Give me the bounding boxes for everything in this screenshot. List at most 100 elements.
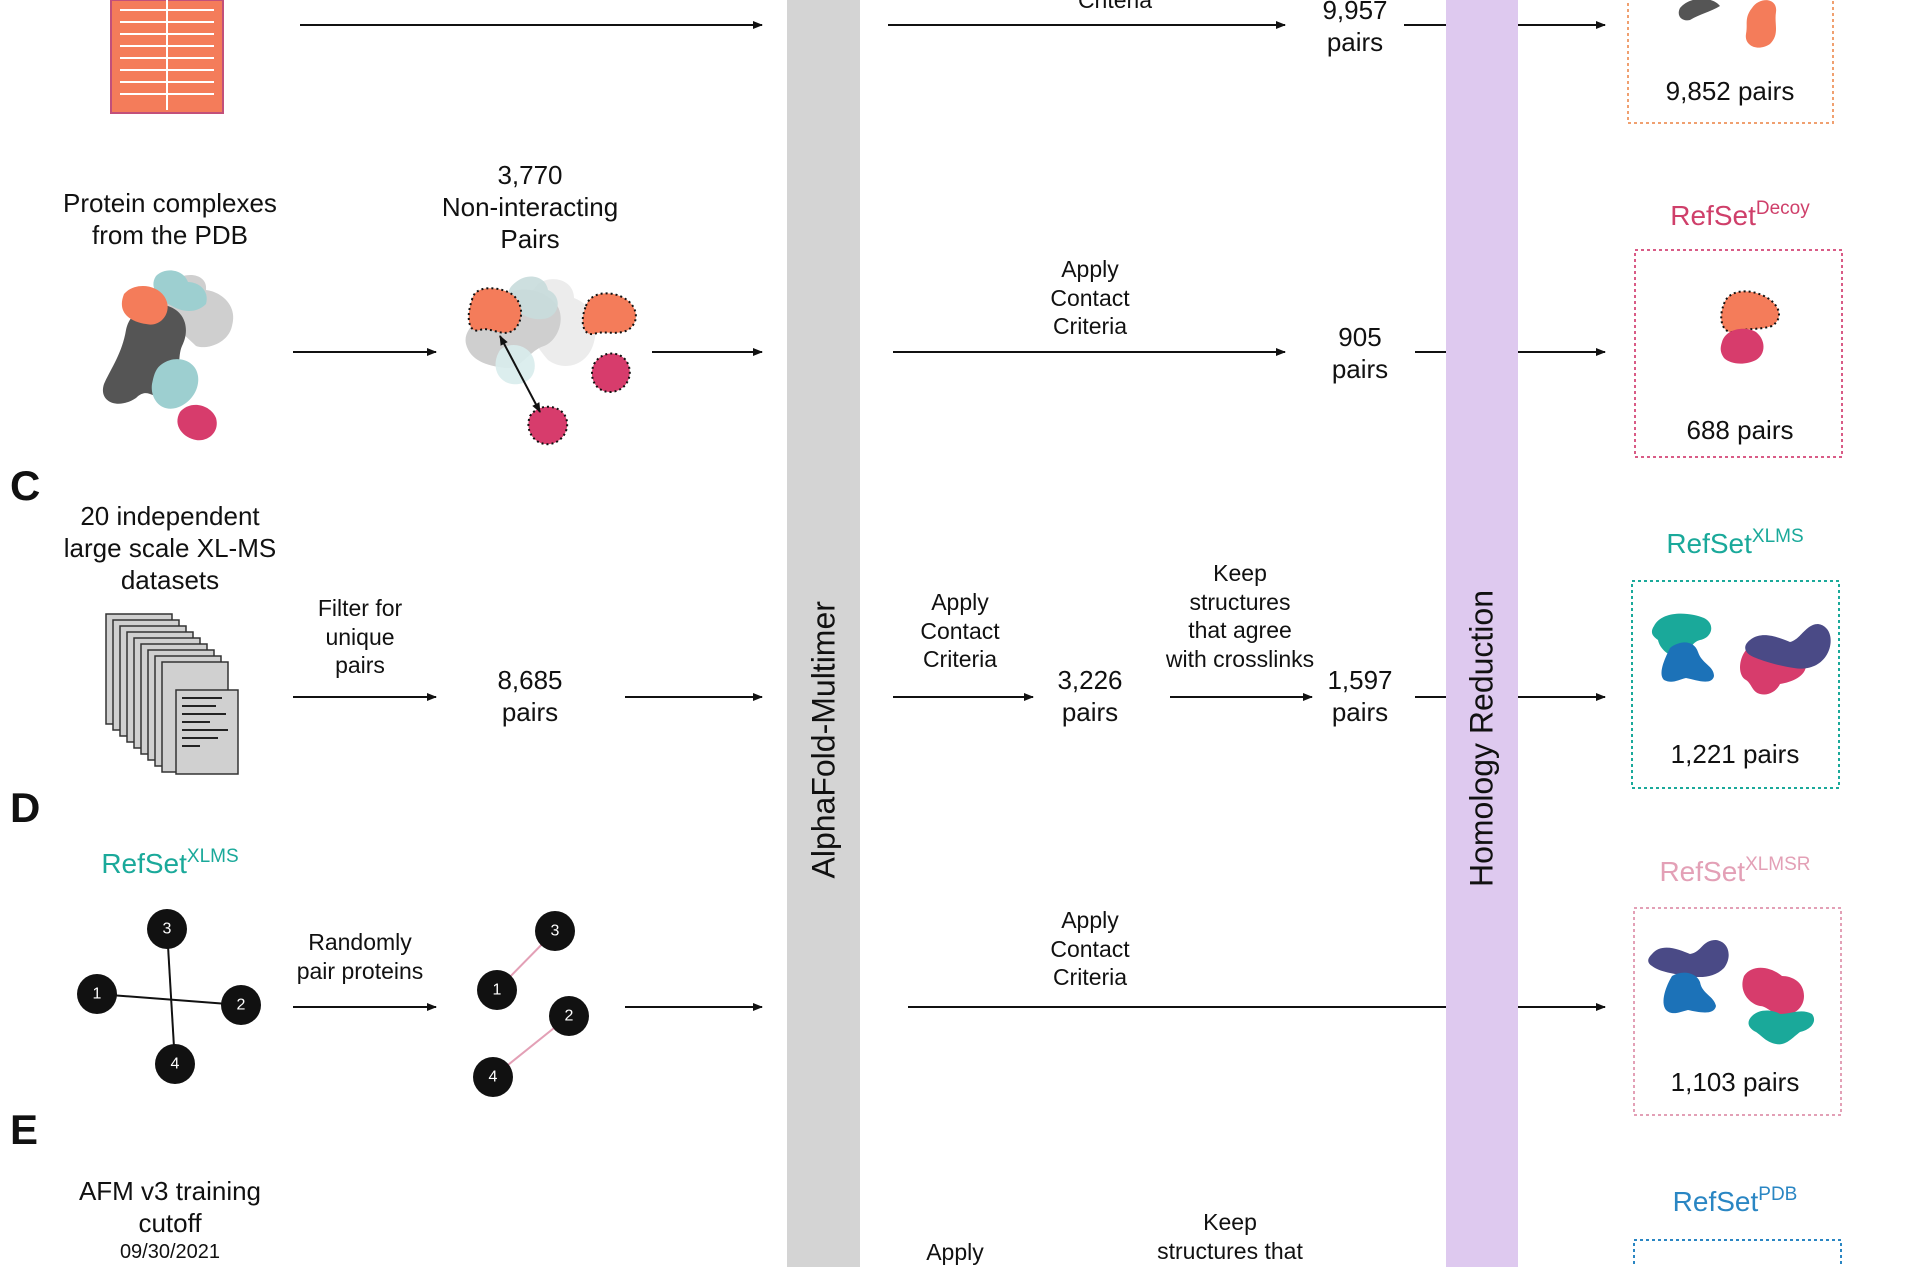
network-after: 1 2 3 4 bbox=[473, 911, 589, 1097]
refset-superscript: XLMS bbox=[186, 846, 239, 867]
section-letter-e: E bbox=[10, 1106, 39, 1153]
refset-xlmsr-box bbox=[1633, 907, 1842, 1116]
datasets-stack-icon bbox=[105, 613, 239, 775]
noninteracting-label: 3,770 Non-interacting Pairs bbox=[420, 159, 640, 256]
result-count-label: 1,221 pairs bbox=[1670, 739, 1800, 769]
step-line: Criteria bbox=[1052, 313, 1128, 340]
refset-decoy-title: RefSetDecoy bbox=[1630, 198, 1850, 232]
count-line: 1,597 bbox=[1327, 665, 1393, 695]
filter-line: Filter for bbox=[317, 595, 403, 621]
refset-superscript: PDB bbox=[1758, 1184, 1798, 1205]
refset-base: RefSet bbox=[101, 848, 187, 879]
refset-xlms-title: RefSetXLMS bbox=[1630, 526, 1840, 560]
refset-superscript: Decoy bbox=[1755, 198, 1810, 219]
section-letter-d: D bbox=[10, 784, 41, 831]
count-unit-label: pairs bbox=[1326, 27, 1384, 57]
step-line: structures that bbox=[1157, 1237, 1303, 1264]
step-label: Keep structures that bbox=[1130, 1208, 1330, 1265]
source-line: cutoff bbox=[138, 1208, 202, 1239]
protein-shape bbox=[1720, 328, 1764, 364]
refset-xlms-source-title: RefSetXLMS bbox=[60, 846, 280, 880]
refset-base: RefSet bbox=[1659, 856, 1746, 887]
noninteracting-line: Non-interacting bbox=[441, 192, 619, 223]
count-line: pairs bbox=[1061, 697, 1119, 728]
count-label: 905 pairs bbox=[1300, 321, 1420, 385]
source-line: from the PDB bbox=[91, 220, 249, 251]
step-line: with crosslinks bbox=[1165, 645, 1315, 672]
source-line: 20 independent bbox=[80, 501, 260, 531]
filter-label: Filter for unique pairs bbox=[290, 594, 430, 680]
network-before: 1 2 3 4 bbox=[77, 909, 261, 1084]
refset-pdb-title: RefSetPDB bbox=[1630, 1184, 1840, 1218]
refset-a-box bbox=[1627, 0, 1834, 124]
protein-shape bbox=[1745, 624, 1831, 669]
protein-shape bbox=[1648, 940, 1729, 978]
noninteracting-illustration bbox=[465, 276, 637, 446]
result-count-label: 688 pairs bbox=[1686, 415, 1794, 445]
count-label: 1,597 pairs bbox=[1300, 664, 1420, 728]
count-line: pairs bbox=[1331, 354, 1389, 385]
step-line: Apply bbox=[931, 589, 989, 615]
pdb-complex-illustration bbox=[102, 270, 234, 441]
count-line: 905 bbox=[1338, 322, 1382, 352]
count-label: 8,685 pairs bbox=[470, 664, 590, 728]
protein-shape bbox=[1678, 0, 1720, 21]
step-label: Apply Contact Criteria bbox=[1015, 255, 1165, 341]
criteria-label: Criteria bbox=[1077, 0, 1153, 13]
step-line: structures bbox=[1189, 588, 1291, 615]
count-label: 9,957 bbox=[1322, 0, 1388, 25]
protein-shape bbox=[1720, 290, 1780, 334]
node-label: 4 bbox=[489, 1069, 498, 1086]
document-icon bbox=[110, 0, 224, 114]
source-label: AFM v3 training cutoff bbox=[40, 1175, 300, 1239]
refset-xlms-box bbox=[1631, 580, 1840, 789]
step-line: Contact bbox=[1050, 935, 1130, 962]
filter-line: pairs bbox=[335, 652, 385, 679]
step-line: Contact bbox=[1050, 284, 1130, 311]
pair-step-label: Randomly pair proteins bbox=[280, 928, 440, 985]
count-line: 8,685 bbox=[497, 665, 563, 695]
section-letter-c: C bbox=[10, 462, 41, 509]
alphafold-band bbox=[787, 0, 860, 1267]
step-line: Apply bbox=[1061, 256, 1119, 282]
refset-base: RefSet bbox=[1670, 200, 1756, 231]
source-line: Protein complexes bbox=[63, 188, 277, 218]
protein-shape bbox=[1663, 972, 1716, 1014]
refset-pdb-box bbox=[1633, 1239, 1842, 1267]
count-label: 3,226 pairs bbox=[1030, 664, 1150, 728]
protein-shape bbox=[1651, 613, 1712, 657]
protein-shape bbox=[1745, 0, 1777, 48]
step-line: Keep bbox=[1203, 1209, 1257, 1235]
node-label: 2 bbox=[565, 1008, 574, 1025]
step-line: Keep bbox=[1213, 560, 1267, 586]
protein-shape bbox=[1748, 1010, 1815, 1045]
source-line: datasets bbox=[120, 565, 220, 596]
refset-superscript: XLMS bbox=[1751, 526, 1804, 547]
source-label: Protein complexes from the PDB bbox=[40, 187, 300, 251]
step-line: that agree bbox=[1188, 617, 1292, 644]
source-label: 20 independent large scale XL-MS dataset… bbox=[40, 500, 300, 597]
step-label: Apply Contact Criteria bbox=[890, 588, 1030, 674]
node-label: 3 bbox=[551, 923, 560, 940]
count-line: pairs bbox=[1331, 697, 1389, 728]
step-line: Criteria bbox=[1052, 964, 1128, 991]
step-label: Apply Contact Criteria bbox=[1015, 906, 1165, 992]
filter-line: unique bbox=[325, 623, 395, 650]
node-label: 2 bbox=[237, 997, 246, 1014]
node-label: 1 bbox=[493, 982, 502, 999]
noninteracting-line: 3,770 bbox=[497, 160, 563, 190]
step-line: Apply bbox=[1061, 907, 1119, 933]
protein-shape bbox=[1661, 642, 1714, 682]
homology-reduction-label: Homology Reduction bbox=[1463, 589, 1500, 888]
count-line: pairs bbox=[501, 697, 559, 728]
pair-step-line: Randomly bbox=[308, 929, 412, 955]
noninteracting-line: Pairs bbox=[500, 224, 560, 255]
protein-shape bbox=[1742, 967, 1804, 1016]
refset-decoy-box bbox=[1634, 249, 1843, 458]
refset-superscript: XLMSR bbox=[1745, 854, 1811, 875]
refset-base: RefSet bbox=[1672, 1186, 1759, 1217]
step-line: Contact bbox=[920, 617, 1000, 644]
step-label: Keep structures that agree with crosslin… bbox=[1140, 559, 1340, 673]
refset-xlmsr-title: RefSetXLMSR bbox=[1630, 854, 1840, 888]
pair-step-line: pair proteins bbox=[296, 957, 424, 984]
